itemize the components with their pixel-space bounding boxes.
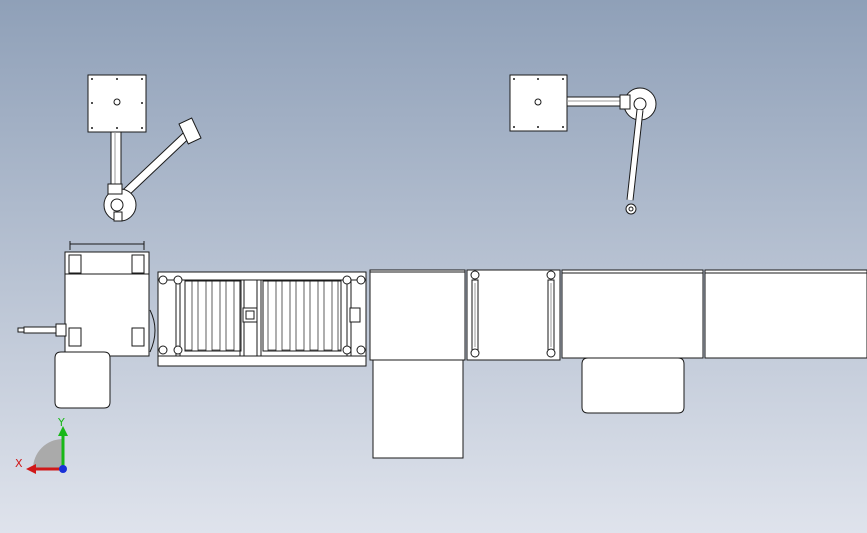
module-3-housing: [704, 269, 867, 359]
feeder-bin: [54, 351, 111, 409]
transfer-frame: [466, 269, 561, 361]
triad-origin-wedge: [33, 439, 63, 469]
robot-column-left: [110, 131, 122, 193]
module-1-housing: [369, 269, 466, 361]
triad-x-label: X: [15, 457, 23, 470]
process-module-1[interactable]: [369, 269, 466, 459]
process-module-3[interactable]: [704, 269, 867, 359]
robot-wrist-left: [178, 117, 202, 145]
module-2-control-box: [581, 357, 685, 414]
feeder-station[interactable]: [17, 241, 156, 409]
left-robot-arm[interactable]: [87, 74, 202, 222]
roller-bank-1: [184, 280, 242, 352]
triad-y-label: Y: [57, 416, 65, 429]
right-robot-arm[interactable]: [509, 74, 657, 215]
feeder-input-pipe: [23, 326, 59, 334]
robot-pivot-right: [534, 98, 542, 106]
triad-z-axis: [59, 465, 67, 473]
module-1-cabinet: [372, 359, 464, 459]
process-module-2[interactable]: [561, 269, 704, 414]
module-2-housing: [561, 269, 704, 359]
robot-pivot-left: [113, 98, 121, 106]
coordinate-triad: Y X: [15, 416, 68, 474]
roller-conveyor[interactable]: [157, 271, 367, 367]
roller-bank-2: [262, 280, 342, 352]
transfer-section[interactable]: [466, 269, 561, 361]
